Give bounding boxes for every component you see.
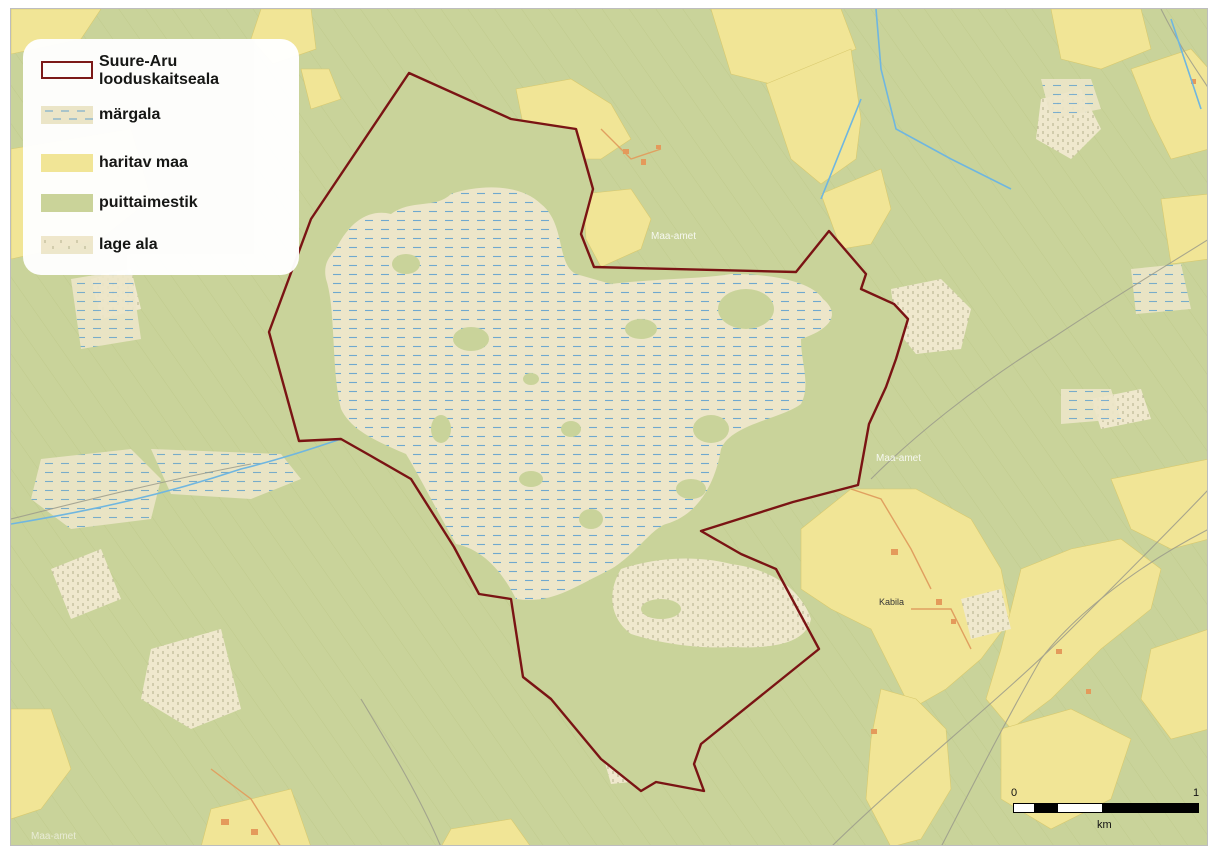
scale-bar: 0 1 km	[1011, 783, 1201, 845]
woody-swatch	[41, 194, 93, 212]
legend-label-open: lage ala	[99, 236, 158, 253]
scale-seg-3	[1057, 803, 1103, 813]
reserve-interior	[269, 73, 908, 791]
watermark-top: Maa-amet	[651, 231, 697, 242]
reserve-open-area	[612, 558, 811, 648]
legend-label-wetland: märgala	[99, 106, 161, 123]
arable-swatch	[41, 154, 93, 172]
place-label-kabila: Kabila	[879, 597, 905, 607]
watermark-right: Maa-amet	[876, 453, 922, 464]
settlement-roads	[210, 128, 972, 845]
legend-label-reserve: Suure-Aru looduskaitseala	[99, 53, 220, 88]
open-area-swatch	[41, 236, 93, 254]
watermark-bottom-left: Maa-amet	[31, 831, 77, 842]
roads	[11, 9, 1207, 845]
scale-tick-1: 1	[1193, 787, 1200, 799]
buildings	[221, 79, 1196, 835]
map-frame[interactable]: Suure-Aru looduskaitseala märgala harita…	[10, 8, 1208, 846]
scale-unit: km	[1097, 819, 1112, 831]
reserve-wetland	[325, 187, 832, 600]
wetland-swatch	[41, 106, 93, 124]
scale-seg-2	[1035, 803, 1057, 813]
map-legend: Suure-Aru looduskaitseala märgala harita…	[23, 39, 299, 275]
scale-seg-4	[1103, 803, 1199, 813]
legend-label-arable: haritav maa	[99, 154, 188, 171]
legend-label-woody: puittaimestik	[99, 194, 198, 211]
reserve-forest-islands	[392, 254, 774, 619]
waterways	[11, 9, 1202, 525]
reserve-boundary-swatch	[41, 61, 93, 79]
reserve-boundary[interactable]	[267, 71, 910, 793]
scale-seg-1	[1013, 803, 1035, 813]
map-canvas[interactable]	[11, 9, 1208, 846]
scale-tick-0: 0	[1011, 787, 1018, 799]
